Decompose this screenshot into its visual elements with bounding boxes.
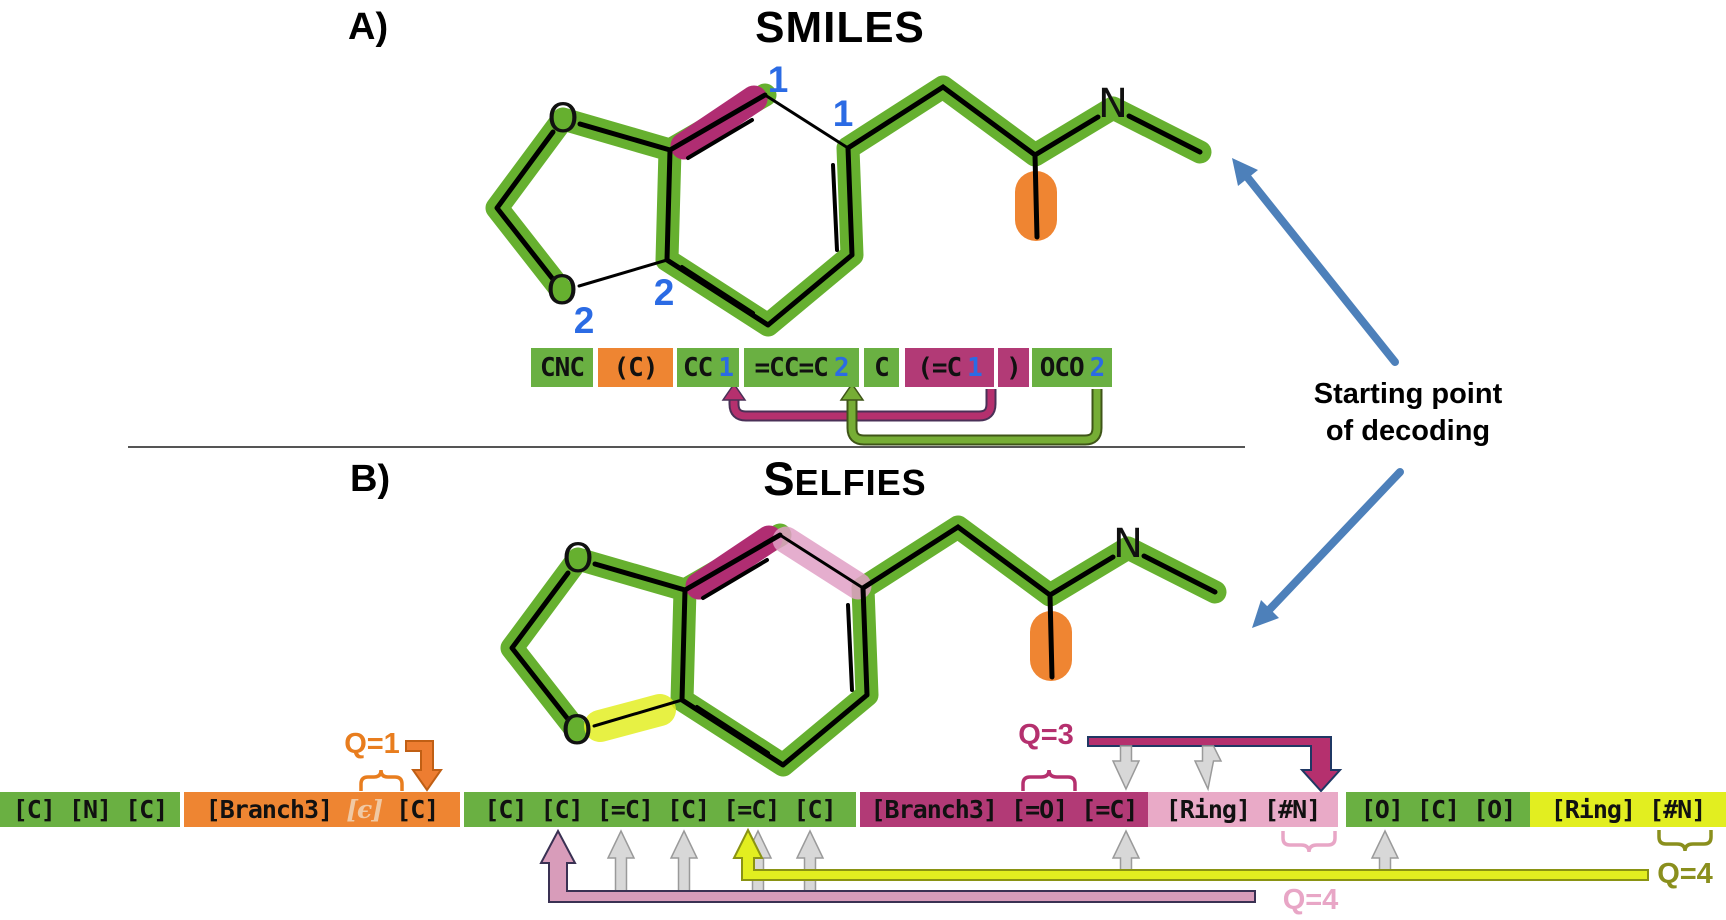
q4-pink-brace (1281, 831, 1337, 853)
decode-arrow-upper-head (1232, 158, 1258, 186)
selfies-segment-ring-carbons: [C] [C] [=C] [C] [=C] [C] (464, 792, 856, 827)
gray-up-arrow-1 (606, 829, 636, 899)
q3-annotation-graphics (1021, 736, 1343, 793)
selfies-segment-ring-n-yellow: [Ring] [#N] (1530, 792, 1726, 827)
selfies-molecule: O O N (500, 515, 1227, 777)
yellow-ring-arrow (732, 827, 1649, 881)
q1-annotation-graphics (359, 740, 443, 792)
epsilon-token: [ϵ] (346, 795, 383, 824)
skip-gray-arrow-1 (1111, 745, 1141, 791)
ring-loop-1-arrowhead (721, 382, 747, 401)
smiles-molecule: O O N 1 1 2 2 (485, 59, 1212, 341)
ring-digit-2-close: 2 (654, 272, 675, 313)
ring-digit-1-open: 1 (768, 59, 789, 100)
decode-arrow-lower (1266, 468, 1404, 613)
q3-skip-arrow (1087, 736, 1343, 793)
decode-arrow-upper (1244, 174, 1399, 366)
panel-b-label: B) (350, 458, 391, 500)
ring-loop-2 (848, 389, 1101, 444)
selfies-segment-branch3-eps: [Branch3] [ϵ] [C] (184, 792, 460, 827)
selfies-segment-ring-n-pink: [Ring] [#N] (1148, 792, 1338, 827)
selfies-title-initial: S (763, 452, 795, 505)
q4-pink-label: Q=4 (1282, 884, 1339, 916)
molecule-b-ring-closure-bonds (592, 533, 865, 728)
atom-n-b: N (1113, 521, 1143, 567)
smiles-token-branch-c: (C) (598, 348, 673, 387)
smiles-token-close-paren: ) (998, 348, 1029, 387)
q3-brace (1021, 769, 1077, 791)
molecule-b-bonds (509, 523, 1218, 768)
molecule-a-bonds (494, 83, 1203, 328)
atom-n-a: N (1098, 81, 1128, 127)
gray-up-arrow-5 (1111, 829, 1141, 875)
decode-arrow-lower-head (1252, 600, 1279, 628)
ring-digit-1-close: 1 (833, 93, 854, 134)
gray-up-arrow-2 (669, 829, 699, 899)
selfies-segment-oco: [O] [C] [O] (1346, 792, 1530, 827)
atom-o-bottom-b: O (561, 708, 592, 754)
q1-elbow-arrow (405, 740, 443, 792)
decoding-note-line1: Starting point (1313, 378, 1503, 410)
ring-loop-2-arrowhead (839, 382, 865, 401)
molecule-b-yellow-highlight (584, 694, 676, 742)
q4-yellow-label: Q=4 (1657, 858, 1713, 890)
gray-up-arrow-4 (795, 829, 825, 899)
smiles-ring-loops (721, 382, 1103, 446)
q1-brace (359, 769, 404, 791)
atom-o-top-b: O (562, 536, 593, 582)
atom-o-top-a: O (547, 96, 578, 142)
skip-gray-arrow-2 (1193, 745, 1223, 792)
selfies-title-rest: ELFIES (794, 462, 927, 503)
smiles-token-cnc: CNC (531, 348, 593, 387)
section-divider (128, 446, 1245, 448)
smiles-token-c: C (864, 348, 899, 387)
molecule-a-ring-closure-bonds (577, 93, 850, 288)
panel-a-label: A) (348, 6, 389, 48)
atom-o-bottom-a: O (546, 268, 577, 314)
decoding-note: Starting point of decoding (1258, 376, 1558, 450)
decode-arrows (1232, 158, 1404, 628)
gray-up-arrow-6 (1370, 829, 1400, 875)
selfies-segment-cnc: [C] [N] [C] (0, 792, 180, 827)
q1-label: Q=1 (344, 728, 400, 760)
selfies-segment-branch3-o: [Branch3] [=O] [=C] (860, 792, 1148, 827)
selfies-title: SELFIES (735, 451, 955, 506)
ring-digit-2-open: 2 (574, 300, 595, 341)
q4-yellow-brace (1657, 830, 1713, 852)
q3-label: Q=3 (1018, 719, 1074, 751)
ring-loop-1 (730, 389, 995, 420)
decoding-note-line2: of decoding (1325, 415, 1491, 447)
smiles-title: SMILES (755, 3, 925, 52)
pink-ring-arrow (539, 828, 1256, 903)
